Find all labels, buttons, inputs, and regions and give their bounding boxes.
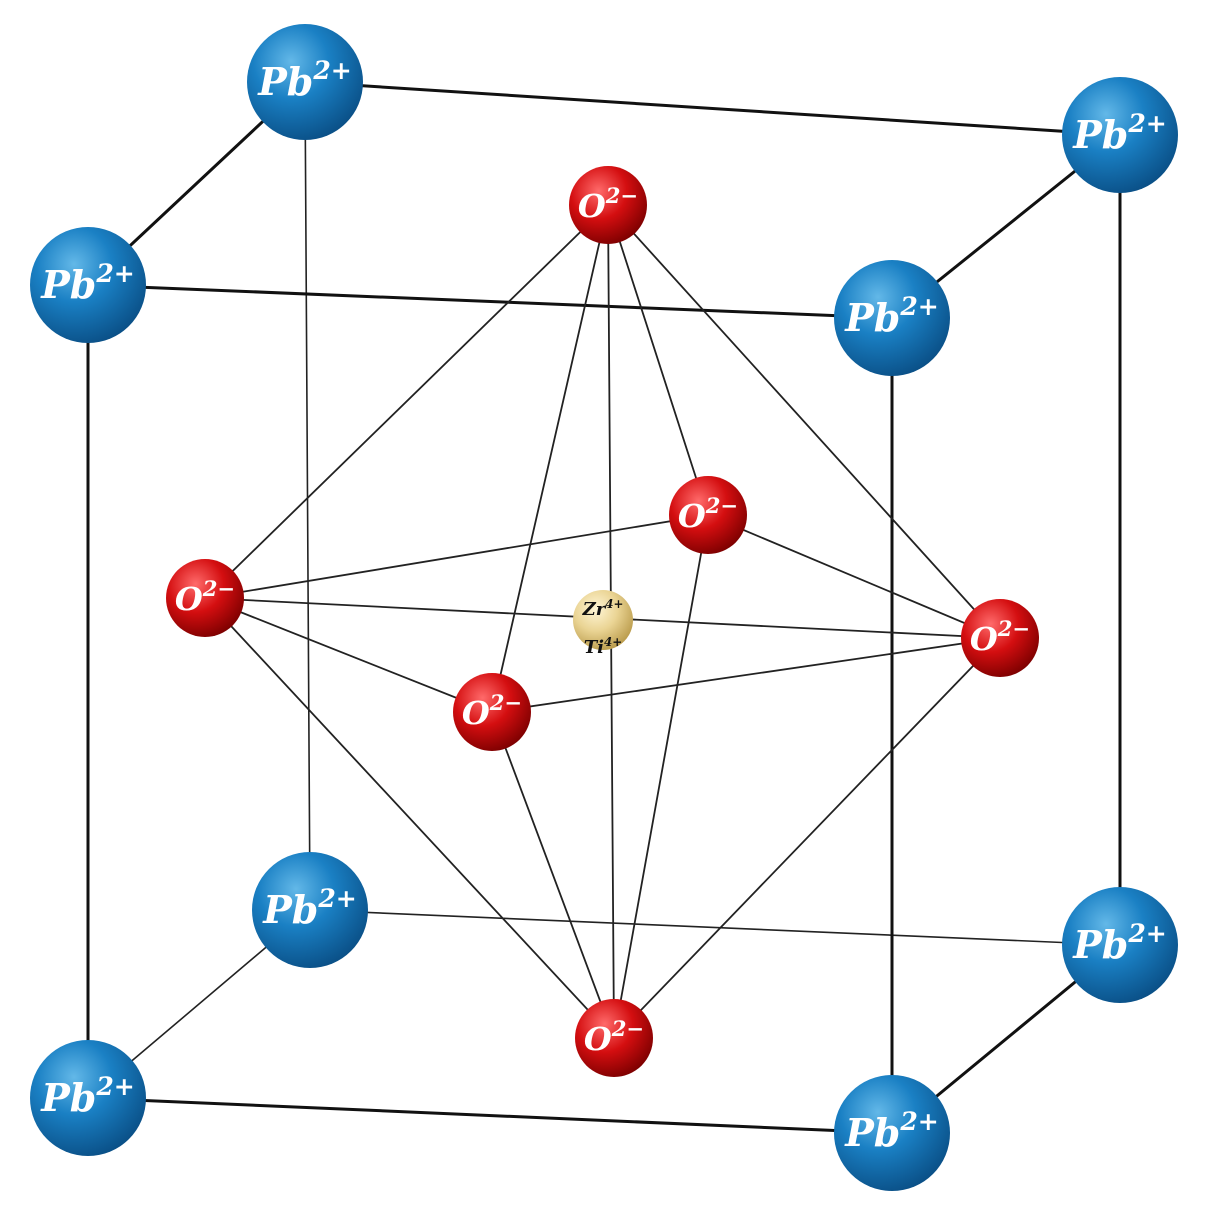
pb-sphere: [834, 260, 950, 376]
pb-atom-back-bottom-left: Pb2+: [252, 852, 368, 968]
oct-edge-front-left: [204, 597, 493, 713]
o-label: O2−: [578, 183, 638, 225]
zr-label: Zr4+: [582, 597, 624, 620]
cube-edge-front-top: [86, 283, 894, 320]
o-atoms: O2− O2− O2− O2− O2− O2−: [166, 166, 1039, 1077]
oct-edge-left-back: [204, 514, 709, 599]
o-label: O2−: [970, 616, 1030, 658]
pb-atoms: Pb2+ Pb2+ Pb2+ Pb2+ Pb2+ Pb2+ Pb2+ Pb2+: [30, 24, 1178, 1191]
pb-atom-front-top-left: Pb2+: [30, 227, 146, 343]
o-sphere: [961, 599, 1039, 677]
o-label: O2−: [584, 1016, 644, 1058]
cube-edge-front-bottom: [86, 1096, 894, 1135]
pb-sphere: [1062, 887, 1178, 1003]
pb-sphere: [247, 24, 363, 140]
oct-edge-top-left: [204, 204, 609, 599]
pb-label: Pb2+: [1072, 108, 1167, 157]
pb-label: Pb2+: [1072, 918, 1167, 967]
o-sphere: [575, 999, 653, 1077]
o-sphere: [453, 673, 531, 751]
oct-edge-bottom-back: [613, 514, 709, 1039]
zr-ti-atom-center: Zr4+ Ti4+: [573, 590, 633, 658]
oct-edge-bottom-front: [491, 711, 615, 1039]
pb-label: Pb2+: [844, 291, 939, 340]
o-sphere: [166, 559, 244, 637]
center-sphere: [573, 590, 633, 650]
pb-label: Pb2+: [40, 258, 135, 307]
oct-edge-back-right: [707, 514, 1001, 639]
pb-atom-back-top-right: Pb2+: [1062, 77, 1178, 193]
o-label: O2−: [175, 576, 235, 618]
pb-sphere: [30, 227, 146, 343]
pb-label: Pb2+: [844, 1106, 939, 1155]
cube-edge-back-left: [304, 81, 311, 911]
oct-edge-top-front: [491, 204, 609, 713]
o-label: O2−: [462, 690, 522, 732]
o-atom-right: O2−: [961, 599, 1039, 677]
oct-edge-right-front: [491, 637, 1001, 713]
pb-label: Pb2+: [257, 55, 352, 104]
oct-edge-bottom-left: [204, 597, 615, 1039]
pb-sphere: [252, 852, 368, 968]
o-atom-back: O2−: [669, 476, 747, 554]
pb-atom-front-top-right: Pb2+: [834, 260, 950, 376]
cube-edge-back-bottom: [309, 909, 1121, 946]
pb-label: Pb2+: [40, 1071, 135, 1120]
oct-edge-top-right: [607, 204, 1001, 639]
o-sphere: [669, 476, 747, 554]
cube-edge-back-top: [303, 80, 1122, 137]
ti-label: Ti4+: [584, 635, 622, 658]
o-atom-left: O2−: [166, 559, 244, 637]
o-atom-bottom: O2−: [575, 999, 653, 1077]
pb-sphere: [834, 1075, 950, 1191]
oct-edge-bottom-right: [613, 637, 1001, 1039]
o-atom-top: O2−: [569, 166, 647, 244]
o-label: O2−: [678, 493, 738, 535]
o-sphere: [569, 166, 647, 244]
o-atom-front: O2−: [453, 673, 531, 751]
pb-atom-front-bottom-right: Pb2+: [834, 1075, 950, 1191]
pb-atom-back-bottom-right: Pb2+: [1062, 887, 1178, 1003]
pb-sphere: [1062, 77, 1178, 193]
pb-sphere: [30, 1040, 146, 1156]
oct-edge-top-back: [607, 204, 709, 516]
pb-atom-back-top-left: Pb2+: [247, 24, 363, 140]
pb-atom-front-bottom-left: Pb2+: [30, 1040, 146, 1156]
pb-label: Pb2+: [262, 883, 357, 932]
